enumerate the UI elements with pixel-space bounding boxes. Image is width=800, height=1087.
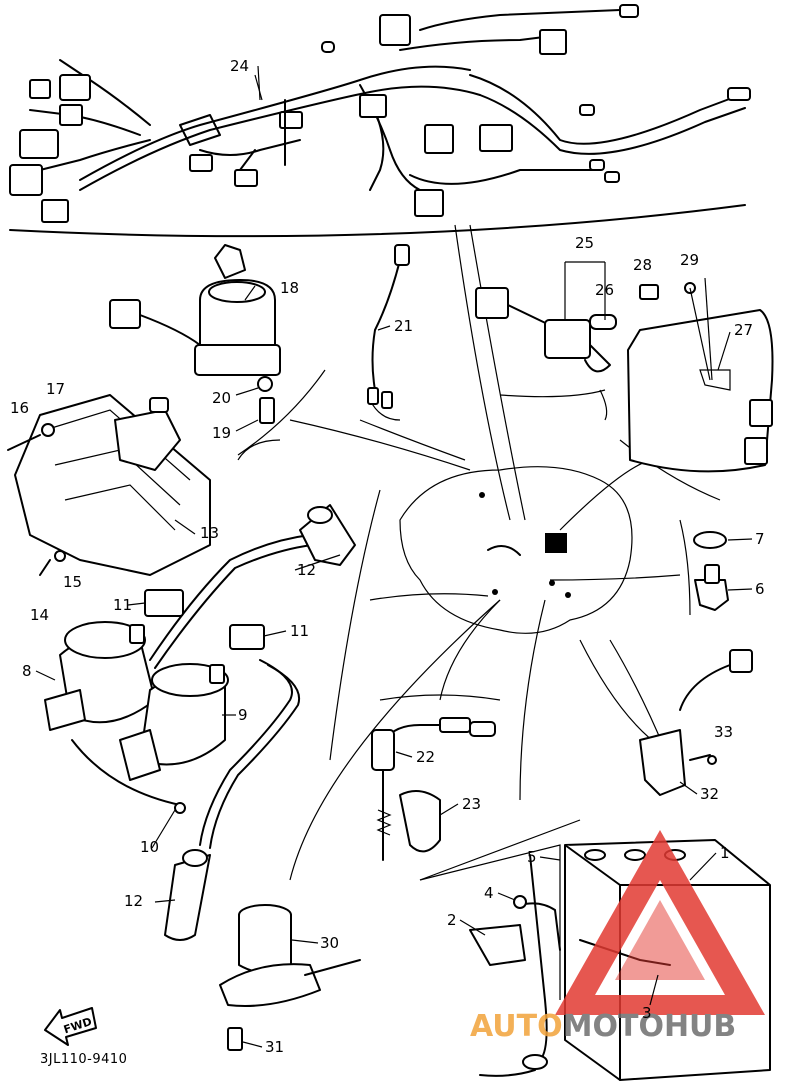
callout-28: 28 (633, 256, 652, 274)
plug-caps (144, 504, 356, 941)
watermark-part-auto: AUTO (470, 1009, 563, 1044)
side-cover (7, 394, 211, 576)
callout-17: 17 (46, 380, 65, 398)
callout-27: 27 (734, 321, 753, 339)
callout-19: 19 (212, 424, 231, 442)
callout-18: 18 (280, 279, 299, 297)
callout-25: 25 (575, 234, 594, 252)
callout-6: 6 (755, 580, 765, 598)
watermark-part-hub: HUB (664, 1009, 736, 1044)
callout-21: 21 (394, 317, 413, 335)
sensor-lead (367, 244, 410, 409)
callout-10: 10 (140, 838, 159, 856)
callout-12a: 12 (297, 561, 316, 579)
callout-29: 29 (680, 251, 699, 269)
callout-15: 15 (63, 573, 82, 591)
callout-labels: 1 2 3 4 5 6 7 8 9 10 11 11 12 12 13 14 1… (10, 57, 765, 1056)
callout-8: 8 (22, 662, 32, 680)
sensor-22 (371, 717, 496, 861)
drawing-code: 3JL110-9410 (40, 1052, 128, 1067)
callout-23: 23 (462, 795, 481, 813)
callout-3: 3 (642, 1004, 652, 1022)
callout-22: 22 (416, 748, 435, 766)
callout-31: 31 (265, 1038, 284, 1056)
callout-13: 13 (200, 524, 219, 542)
frame-outline (399, 224, 633, 634)
ignition-switch (109, 244, 281, 424)
callout-32: 32 (700, 785, 719, 803)
callout-12b: 12 (124, 892, 143, 910)
callout-1: 1 (720, 844, 730, 862)
watermark-triangle-icon (555, 830, 765, 1015)
callout-4: 4 (484, 884, 494, 902)
callout-9: 9 (238, 706, 248, 724)
leader-lines (237, 369, 721, 881)
callout-14: 14 (30, 606, 49, 624)
relay-lead (475, 261, 617, 373)
callout-11b: 11 (290, 622, 309, 640)
wire-harness (9, 4, 751, 238)
watermark: AUTOMOTOHUB (470, 830, 765, 1044)
cdi-unit (627, 277, 774, 473)
callout-11a: 11 (113, 596, 132, 614)
callout-24: 24 (230, 57, 249, 75)
svg-text:AUTOMOTOHUB: AUTOMOTOHUB (470, 1009, 736, 1044)
callout-2: 2 (447, 911, 457, 929)
ignition-coils (44, 621, 229, 814)
callout-30: 30 (320, 934, 339, 952)
callout-leaders (35, 65, 753, 1048)
callout-26: 26 (595, 281, 614, 299)
fwd-arrow-icon: FWD (44, 1007, 97, 1046)
callout-16: 16 (10, 399, 29, 417)
callout-33: 33 (714, 723, 733, 741)
callout-5: 5 (527, 848, 537, 866)
callout-7: 7 (755, 530, 765, 548)
relay-30 (219, 904, 361, 1051)
callout-20: 20 (212, 389, 231, 407)
neutral-switch (693, 531, 729, 611)
starter-relay (639, 649, 753, 796)
watermark-part-moto: MOTO (563, 1009, 664, 1044)
